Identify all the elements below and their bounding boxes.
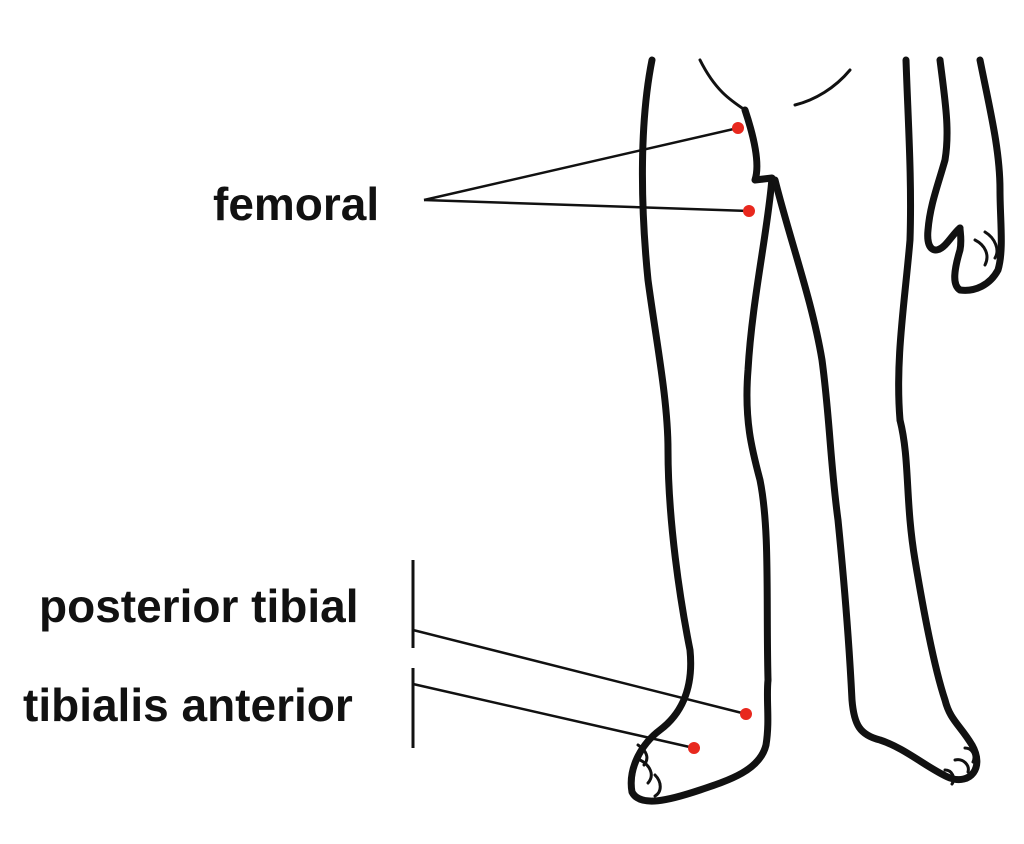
femoral-leader-upper bbox=[423, 126, 739, 202]
groin-curve bbox=[698, 58, 747, 112]
femoral-leader-lower bbox=[423, 198, 750, 213]
leg-left-inner-outline bbox=[741, 106, 776, 684]
arm-outline bbox=[924, 56, 964, 254]
femoral-pulse-point-upper bbox=[732, 122, 744, 134]
tibialis-anterior-pulse-point bbox=[688, 742, 700, 754]
abdomen-curve bbox=[793, 68, 852, 107]
posterior-tibial-leader bbox=[412, 628, 747, 716]
tibialis-anterior-leader bbox=[412, 682, 695, 750]
finger-lines bbox=[973, 230, 999, 267]
hand-outline bbox=[951, 56, 1005, 294]
leg-right-inner-outline bbox=[771, 176, 981, 783]
femoral-label: femoral bbox=[213, 178, 380, 230]
toe-lines-left bbox=[636, 743, 662, 798]
posterior-tibial-label: posterior tibial bbox=[39, 580, 359, 632]
leg-left-outer-outline bbox=[627, 56, 772, 805]
toe-lines-right bbox=[943, 746, 976, 786]
femoral-pulse-point-lower bbox=[743, 205, 755, 217]
leg-right-outer-outline bbox=[895, 56, 915, 424]
tibialis-anterior-label: tibialis anterior bbox=[23, 679, 353, 731]
posterior-tibial-pulse-point bbox=[740, 708, 752, 720]
